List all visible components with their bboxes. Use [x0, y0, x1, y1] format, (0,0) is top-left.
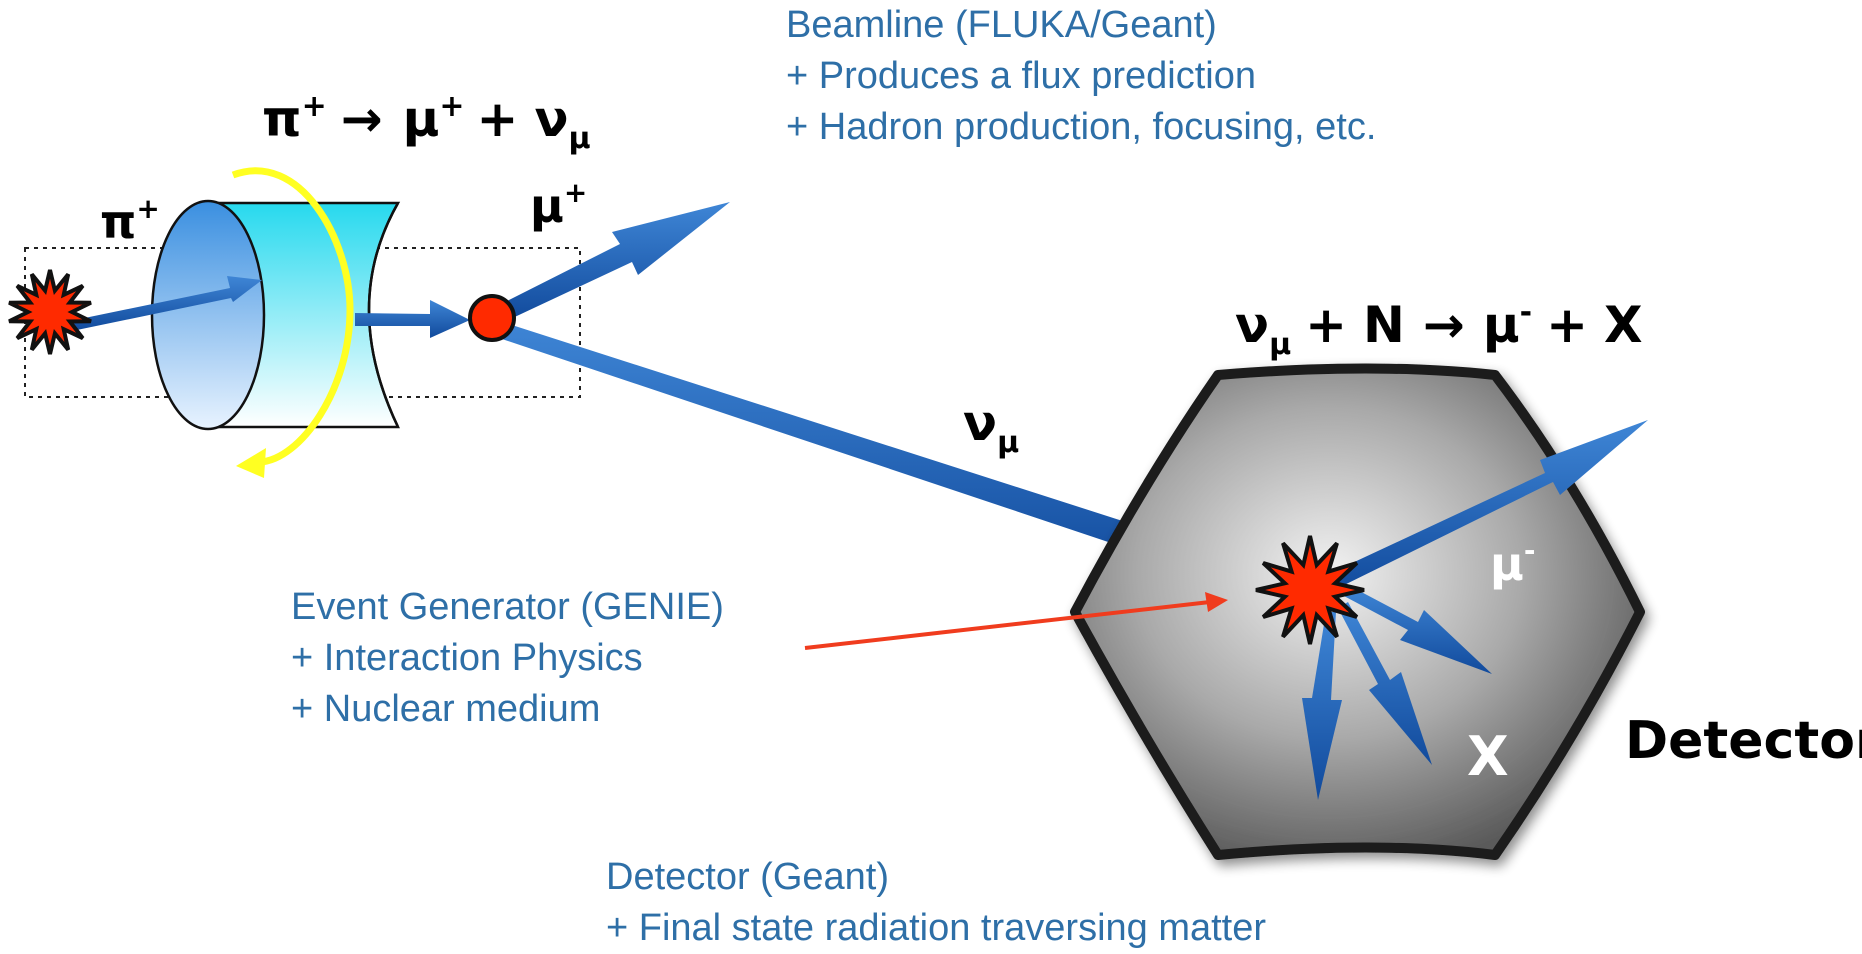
beamline-note: Beamline (FLUKA/Geant) + Produces a flux…: [786, 0, 1376, 153]
source-burst-icon: [8, 269, 92, 355]
neutrino-beam-arrow: [484, 318, 1250, 583]
detector-note-title: Detector (Geant): [606, 856, 889, 898]
beamline-note-title: Beamline (FLUKA/Geant): [786, 4, 1217, 46]
neutrino-label: νμ: [963, 394, 1019, 460]
focusing-horn: [150, 199, 401, 431]
generator-pointer-arrow: [804, 592, 1228, 650]
muon-plus-label: μ+: [530, 176, 587, 233]
pion-beam-arrow: [70, 276, 262, 331]
interaction-burst-icon: [1255, 535, 1365, 645]
interaction-equation: νμ+N→μ-+X: [1235, 295, 1643, 362]
generator-note-line2: + Nuclear medium: [291, 688, 601, 730]
rotation-arrow-icon: [231, 167, 354, 478]
generator-note-title: Event Generator (GENIE): [291, 586, 724, 628]
muon-minus-arrow: [1320, 420, 1648, 594]
pion-label: π+: [100, 192, 160, 249]
detector-hexagon: [1070, 363, 1645, 860]
beamline-note-line1: + Produces a flux prediction: [786, 55, 1256, 97]
decay-equation: π+→μ++νμ: [262, 89, 591, 156]
hadron-arrows: [1302, 586, 1492, 800]
pion-out-arrow: [355, 300, 470, 338]
muon-minus-label: μ-: [1490, 534, 1535, 591]
generator-note: Event Generator (GENIE) + Interaction Ph…: [291, 582, 724, 735]
detector-note: Detector (Geant) + Final state radiation…: [606, 852, 1266, 954]
hadron-label: X: [1467, 725, 1509, 788]
detector-note-line1: + Final state radiation traversing matte…: [606, 907, 1267, 949]
muon-plus-arrow: [495, 202, 730, 322]
generator-note-line1: + Interaction Physics: [291, 637, 643, 679]
detector-label: Detector: [1625, 711, 1862, 771]
decay-point-icon: [468, 294, 516, 342]
beamline-note-line2: + Hadron production, focusing, etc.: [786, 106, 1377, 148]
